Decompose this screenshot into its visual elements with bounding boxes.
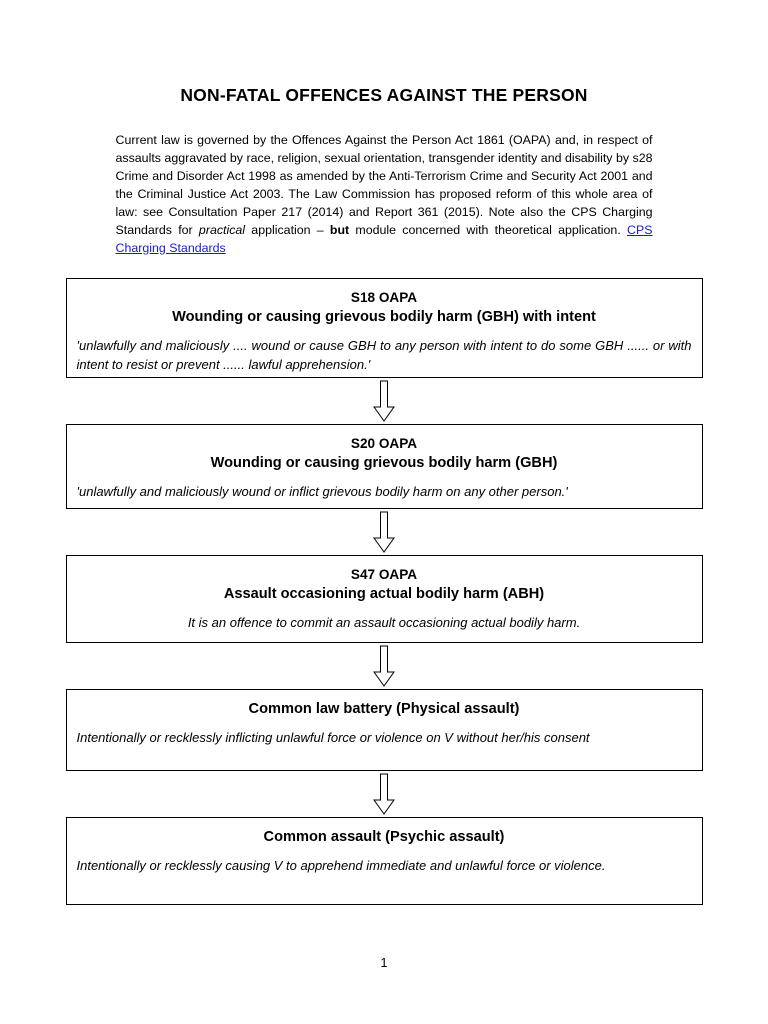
node-assault-body: Intentionally or recklessly causing V to…	[76, 857, 606, 873]
page-title: NON-FATAL OFFENCES AGAINST THE PERSON	[180, 85, 588, 105]
intro-text-part1: Current law is governed by the Offences …	[115, 133, 653, 237]
offence-flowchart: S18 OAPA Wounding or causing grievous bo…	[65, 277, 703, 905]
node-battery-heading-line2: Common law battery (Physical assault)	[248, 700, 520, 717]
node-s47-body: It is an offence to commit an assault oc…	[187, 614, 581, 630]
node-s47-oapa: S47 OAPA Assault occasioning actual bodi…	[65, 554, 703, 643]
arrow-battery-to-assault	[66, 771, 703, 817]
intro-text-part2: application	[245, 222, 317, 237]
node-s20-body: 'unlawfully and maliciously wound or inf…	[76, 483, 568, 499]
down-arrow-icon	[373, 645, 395, 687]
node-battery-heading: Common law battery (Physical assault)	[77, 699, 692, 720]
node-s47-heading: S47 OAPA Assault occasioning actual bodi…	[77, 565, 692, 605]
intro-bold-but: but	[329, 222, 350, 237]
node-battery-body: Intentionally or recklessly inflicting u…	[76, 729, 590, 745]
down-arrow-icon	[373, 511, 395, 553]
node-s18-body: 'unlawfully and maliciously .... wound o…	[76, 337, 692, 372]
cps-charging-standards-link[interactable]: CPS Charging Standards	[115, 222, 653, 255]
node-s20-heading: S20 OAPA Wounding or causing grievous bo…	[77, 434, 692, 474]
node-s18-oapa: S18 OAPA Wounding or causing grievous bo…	[65, 277, 703, 378]
arrow-s20-to-s47	[66, 509, 703, 555]
node-s20-oapa: S20 OAPA Wounding or causing grievous bo…	[65, 423, 703, 509]
node-s47-heading-line2: Assault occasioning actual bodily harm (…	[223, 586, 545, 603]
intro-dash: –	[316, 222, 330, 237]
intro-paragraph: Current law is governed by the Offences …	[116, 132, 653, 258]
page-number: 1	[380, 956, 388, 970]
node-assault-heading-line2: Common assault (Psychic assault)	[263, 828, 505, 845]
arrow-s18-to-s20	[66, 378, 703, 424]
node-s18-heading-line1: S18 OAPA	[350, 289, 418, 305]
node-s20-heading-line1: S20 OAPA	[350, 435, 418, 451]
down-arrow-icon	[373, 380, 395, 422]
intro-text-part3: module concerned with theoretical applic…	[349, 222, 627, 237]
down-arrow-icon	[373, 773, 395, 815]
intro-italic-practical: practical	[198, 222, 246, 237]
node-s18-heading: S18 OAPA Wounding or causing grievous bo…	[77, 288, 692, 328]
node-s47-heading-line1: S47 OAPA	[350, 566, 418, 582]
node-s20-heading-line2: Wounding or causing grievous bodily harm…	[210, 455, 558, 472]
node-s18-heading-line2: Wounding or causing grievous bodily harm…	[172, 309, 596, 326]
node-common-law-battery: Common law battery (Physical assault) In…	[65, 688, 703, 771]
node-assault-heading: Common assault (Psychic assault)	[77, 827, 692, 848]
node-common-assault: Common assault (Psychic assault) Intenti…	[65, 816, 703, 905]
arrow-s47-to-battery	[66, 643, 703, 689]
